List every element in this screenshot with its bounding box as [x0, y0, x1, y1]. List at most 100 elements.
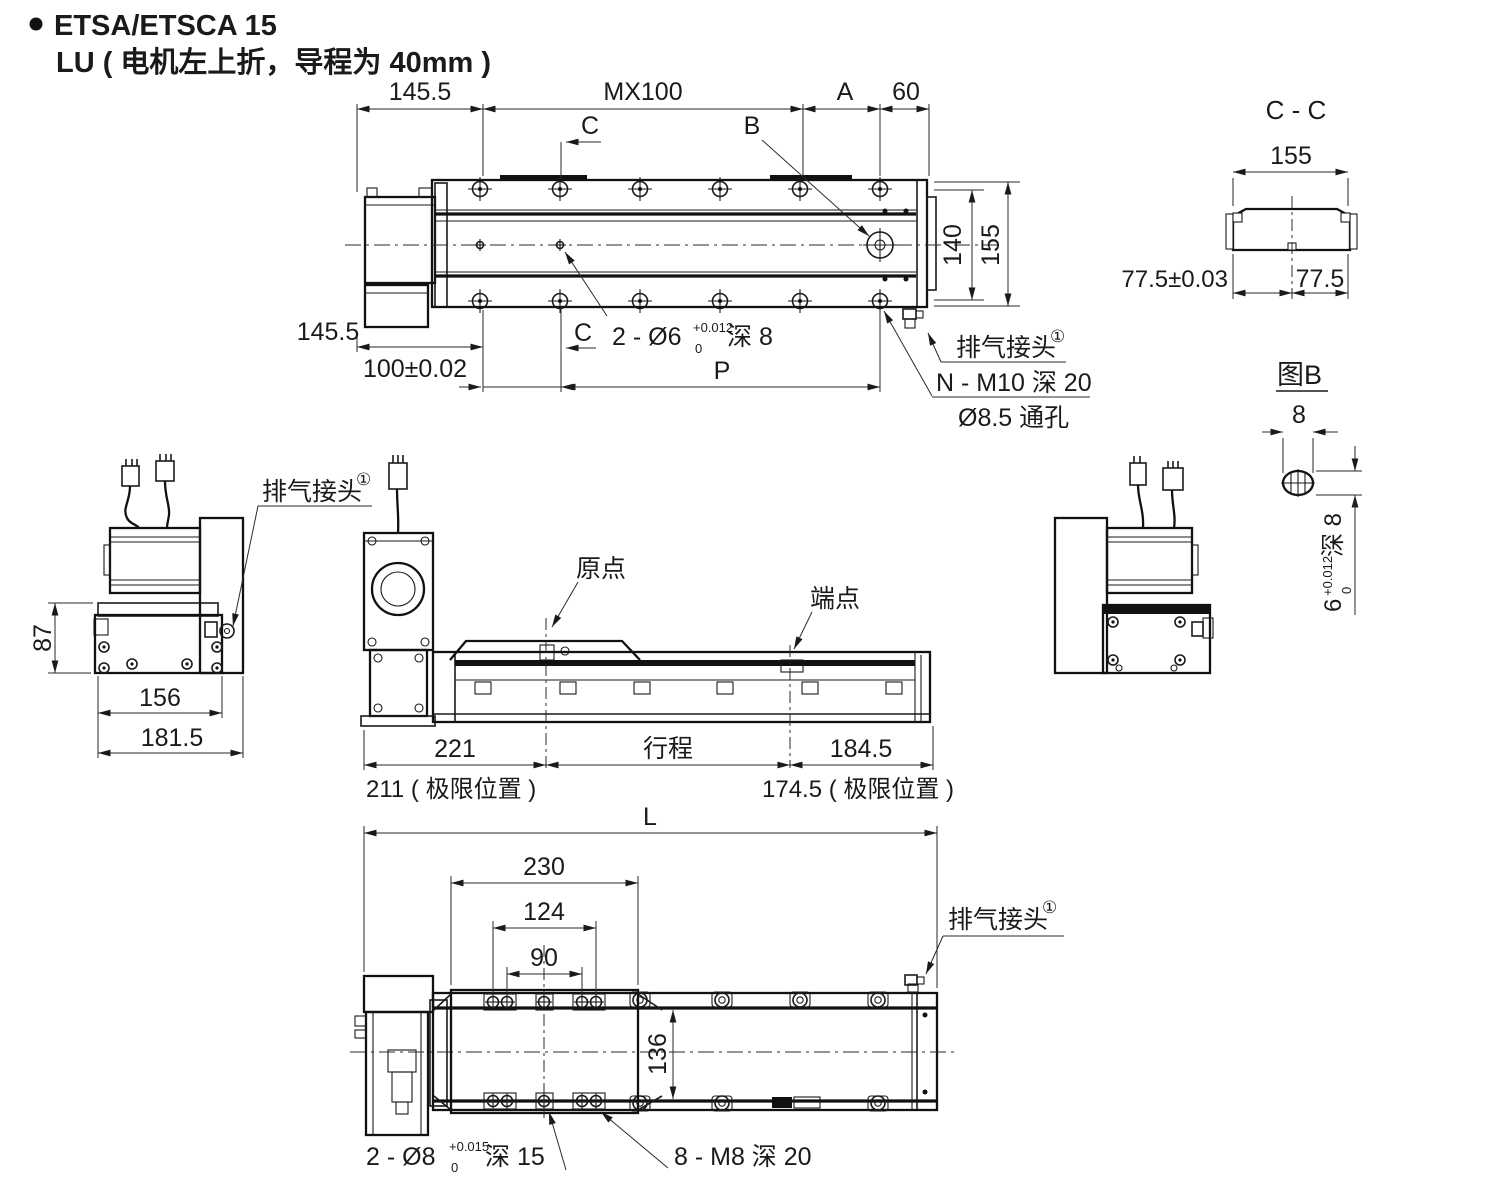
drawing-geometry — [354, 1029, 367, 1039]
drawing-geometry — [600, 1111, 669, 1169]
base-body-side — [1101, 603, 1212, 675]
rail-body-front — [431, 650, 932, 724]
section-cc-title: C - C — [1266, 95, 1327, 125]
drawing-geometry — [903, 276, 909, 282]
drawing-geometry — [1136, 484, 1145, 529]
drawing-geometry — [98, 662, 110, 674]
drawing-geometry — [1129, 462, 1147, 486]
page-subtitle: LU ( 电机左上折，导程为 40mm ) — [56, 46, 491, 79]
drawing-geometry — [907, 983, 919, 993]
drawing-geometry — [483, 1092, 517, 1110]
motor-body-side — [108, 526, 202, 595]
drawing-geometry — [181, 658, 193, 670]
drawing-geometry — [433, 1095, 452, 1111]
section-label-c-top: C — [581, 112, 599, 140]
dowel-hole — [535, 1092, 553, 1110]
section-cc-view: C - C 155 77.5±0.03 77.5 — [1121, 95, 1358, 299]
drawing-geometry — [882, 208, 888, 214]
top-seal-strip — [500, 175, 587, 181]
note-limit-left: 211 ( 极限位置 ) — [366, 776, 536, 803]
drawing-geometry — [1115, 664, 1123, 672]
gearbox-front — [368, 648, 429, 718]
dim-155-body: 155 — [977, 224, 1005, 266]
drawing-geometry — [373, 653, 383, 663]
dim-mx100: MX100 — [603, 78, 682, 106]
dim-100-tol: 100±0.02 — [363, 355, 467, 383]
right-side-view — [1053, 456, 1214, 675]
drawing-geometry — [927, 332, 942, 363]
motor-body-bottom — [364, 1010, 430, 1137]
callout-dowel8: 2 - Ø8 — [366, 1143, 435, 1171]
drawing-geometry — [391, 1071, 413, 1103]
callout-exhaust-bottom-sup: ① — [1042, 898, 1057, 917]
drawing-geometry — [915, 310, 924, 319]
callout-dowel8-sup: +0.015 — [449, 1139, 489, 1154]
dim-cc-77-5: 77.5 — [1296, 265, 1345, 293]
dim-156: 156 — [139, 684, 181, 712]
b-leader — [761, 139, 870, 237]
drawing-geometry — [1202, 617, 1214, 639]
drawing-geometry — [903, 208, 909, 214]
drawing-geometry — [211, 662, 223, 674]
front-view: 原点 端点 221 行程 184.5 211 ( 极限位置 ) 174.5 ( … — [360, 455, 954, 803]
dim-124: 124 — [523, 898, 565, 926]
section-label-c-bottom: C — [574, 319, 592, 347]
detail-b-pin-base: 6 — [1320, 599, 1347, 612]
dim-230: 230 — [523, 853, 565, 881]
motor-bracket — [1053, 516, 1109, 675]
base-body-side — [93, 613, 224, 675]
label-endpoint: 端点 — [810, 585, 860, 613]
drawing-geometry — [1170, 664, 1178, 672]
drawing-geometry — [360, 715, 436, 727]
drawing-geometry — [707, 288, 733, 314]
cable-connector-icon — [1129, 456, 1147, 529]
callout-exhaust-bottom: 排气接头 — [948, 906, 1048, 934]
dim-cc-155: 155 — [1270, 142, 1312, 170]
drawing-geometry — [548, 1111, 567, 1171]
motor-cap-bottom — [362, 974, 435, 1014]
drawing-geometry — [467, 288, 493, 314]
drawing-geometry — [716, 681, 734, 695]
drawing-geometry — [219, 623, 235, 639]
drawing-geometry — [455, 660, 915, 666]
drawing-geometry — [792, 992, 808, 1008]
drawing-geometry — [793, 611, 813, 650]
end-plate — [926, 196, 937, 291]
slot-hole — [1281, 469, 1315, 497]
drawing-geometry — [547, 288, 573, 314]
m8-hole — [587, 1092, 605, 1110]
exhaust-fitting-icon — [902, 308, 924, 329]
drawing-geometry — [539, 644, 555, 661]
dim-184-5: 184.5 — [830, 735, 893, 763]
drawing-geometry — [373, 703, 383, 713]
cable-connector-icon — [155, 454, 175, 529]
callout-exhaust-left: 排气接头 — [262, 478, 362, 506]
drawing-geometry — [1232, 212, 1243, 223]
drawing-geometry — [204, 621, 218, 638]
drawing-geometry — [155, 460, 175, 482]
drawing-geometry — [370, 561, 426, 617]
drawing-geometry — [904, 318, 916, 329]
drawing-geometry — [627, 288, 653, 314]
drawing-geometry — [395, 488, 400, 534]
slider-front — [449, 639, 641, 661]
dim-136: 136 — [644, 1033, 672, 1075]
drawing-geometry — [163, 480, 171, 529]
dim-181-5: 181.5 — [141, 724, 204, 752]
drawing-geometry — [870, 992, 886, 1008]
drawing-geometry — [870, 1095, 886, 1111]
drawing-geometry — [1162, 467, 1184, 491]
drawing-geometry — [1107, 654, 1119, 666]
page-title: ETSA/ETSCA 15 — [54, 10, 277, 42]
drawing-geometry — [916, 976, 925, 985]
callout-m8: 8 - M8 深 20 — [674, 1143, 812, 1171]
drawing-geometry — [232, 505, 259, 627]
detail-b-pin-label: 6 +0.012 0 深 8 — [1320, 513, 1354, 612]
callout-dowel-sub: 0 — [695, 341, 702, 356]
dowel-hole — [553, 238, 567, 252]
drawing-geometry — [882, 276, 888, 282]
drawing-geometry — [1349, 213, 1358, 250]
detail-b-pin-sub: 0 — [1339, 587, 1354, 594]
